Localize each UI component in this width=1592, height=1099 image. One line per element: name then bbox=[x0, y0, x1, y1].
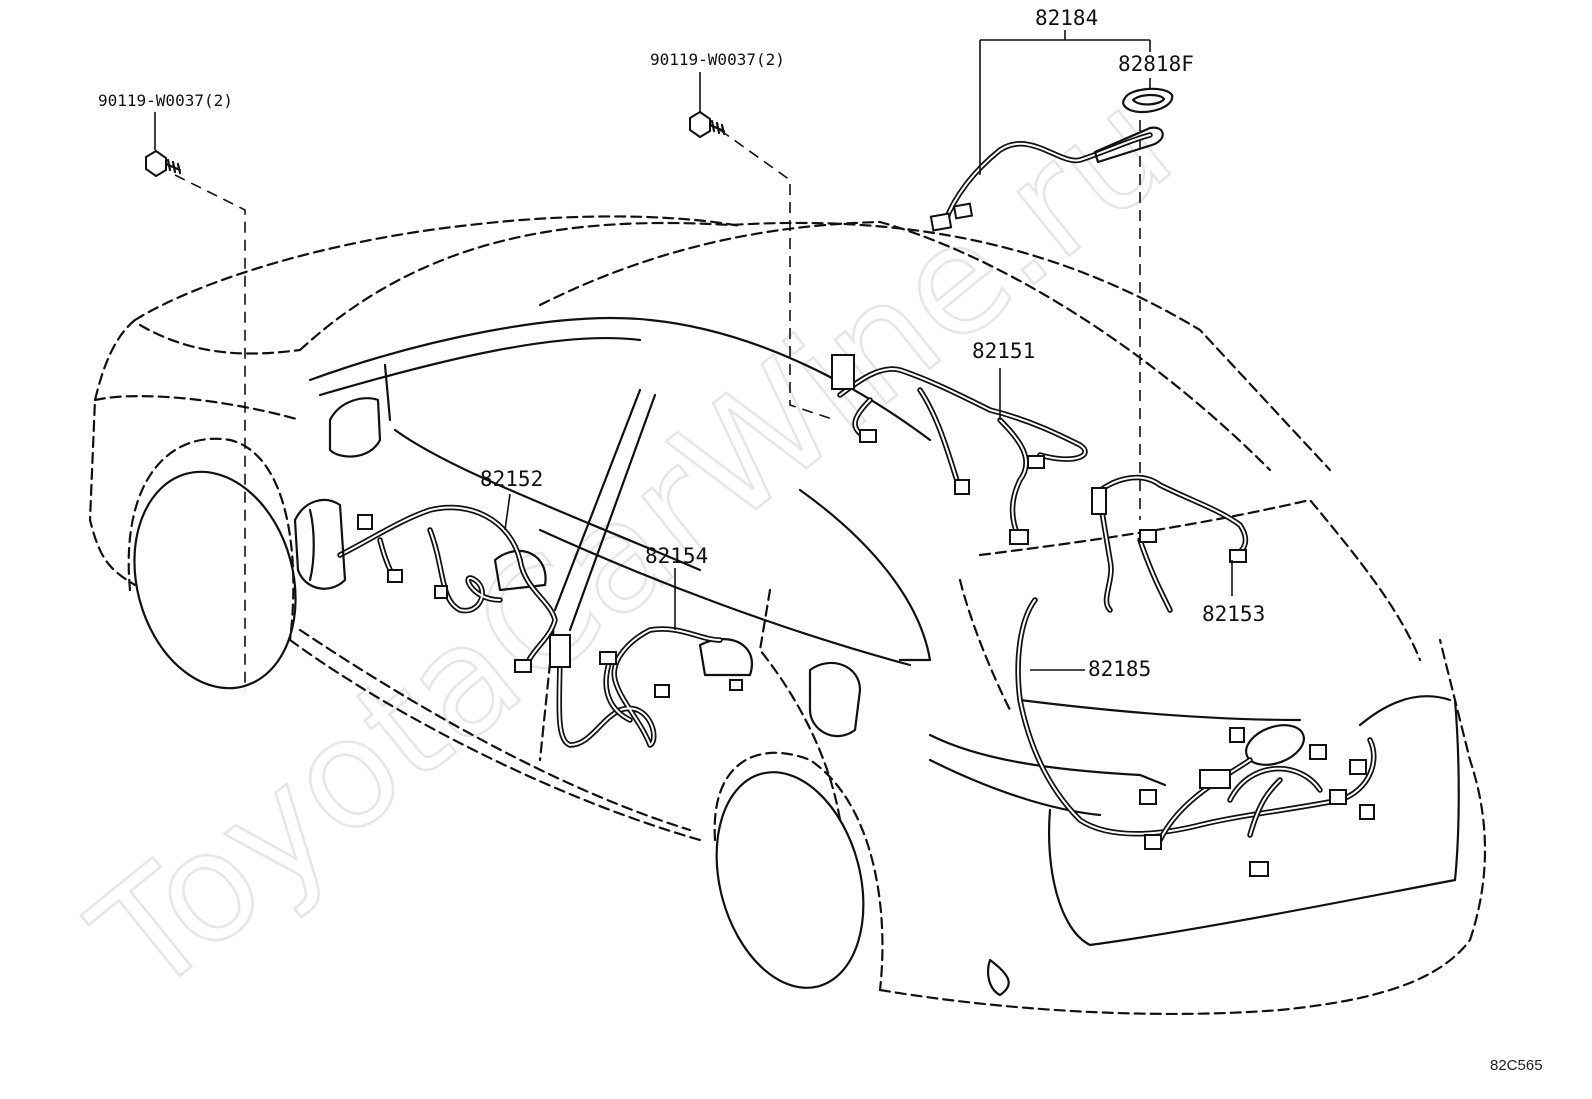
part-labels: 90119-W0037(2) 90119-W0037(2) 82184 8281… bbox=[98, 6, 1265, 681]
part-label-82184: 82184 bbox=[1035, 6, 1098, 30]
bolt-left-icon bbox=[145, 149, 182, 178]
grommet-82818F-icon bbox=[1122, 87, 1174, 114]
part-label-82154: 82154 bbox=[645, 544, 708, 568]
part-label-82151: 82151 bbox=[972, 339, 1035, 363]
part-label-bolt-center: 90119-W0037(2) bbox=[650, 50, 785, 69]
guide-lines bbox=[174, 120, 1141, 690]
harness-82154-icon bbox=[549, 626, 743, 748]
harness-82152-icon bbox=[293, 498, 558, 673]
diagram-code: 82C565 bbox=[1490, 1057, 1543, 1074]
part-label-82818F: 82818F bbox=[1118, 52, 1194, 76]
leader-lines bbox=[154, 30, 1233, 671]
harness-82185-icon bbox=[1015, 597, 1377, 877]
harness-82184-icon bbox=[929, 126, 1164, 232]
watermark: ToyotaCarWine.ru bbox=[62, 58, 1203, 1028]
harness-82153-icon bbox=[1091, 474, 1249, 613]
part-label-bolt-left: 90119-W0037(2) bbox=[98, 91, 233, 110]
part-label-82153: 82153 bbox=[1202, 602, 1265, 626]
bolt-center-icon bbox=[689, 110, 726, 139]
vehicle-outline bbox=[88, 215, 1487, 1016]
part-label-82185: 82185 bbox=[1088, 657, 1151, 681]
harness-82151-icon bbox=[831, 354, 1088, 545]
part-label-82152: 82152 bbox=[480, 467, 543, 491]
